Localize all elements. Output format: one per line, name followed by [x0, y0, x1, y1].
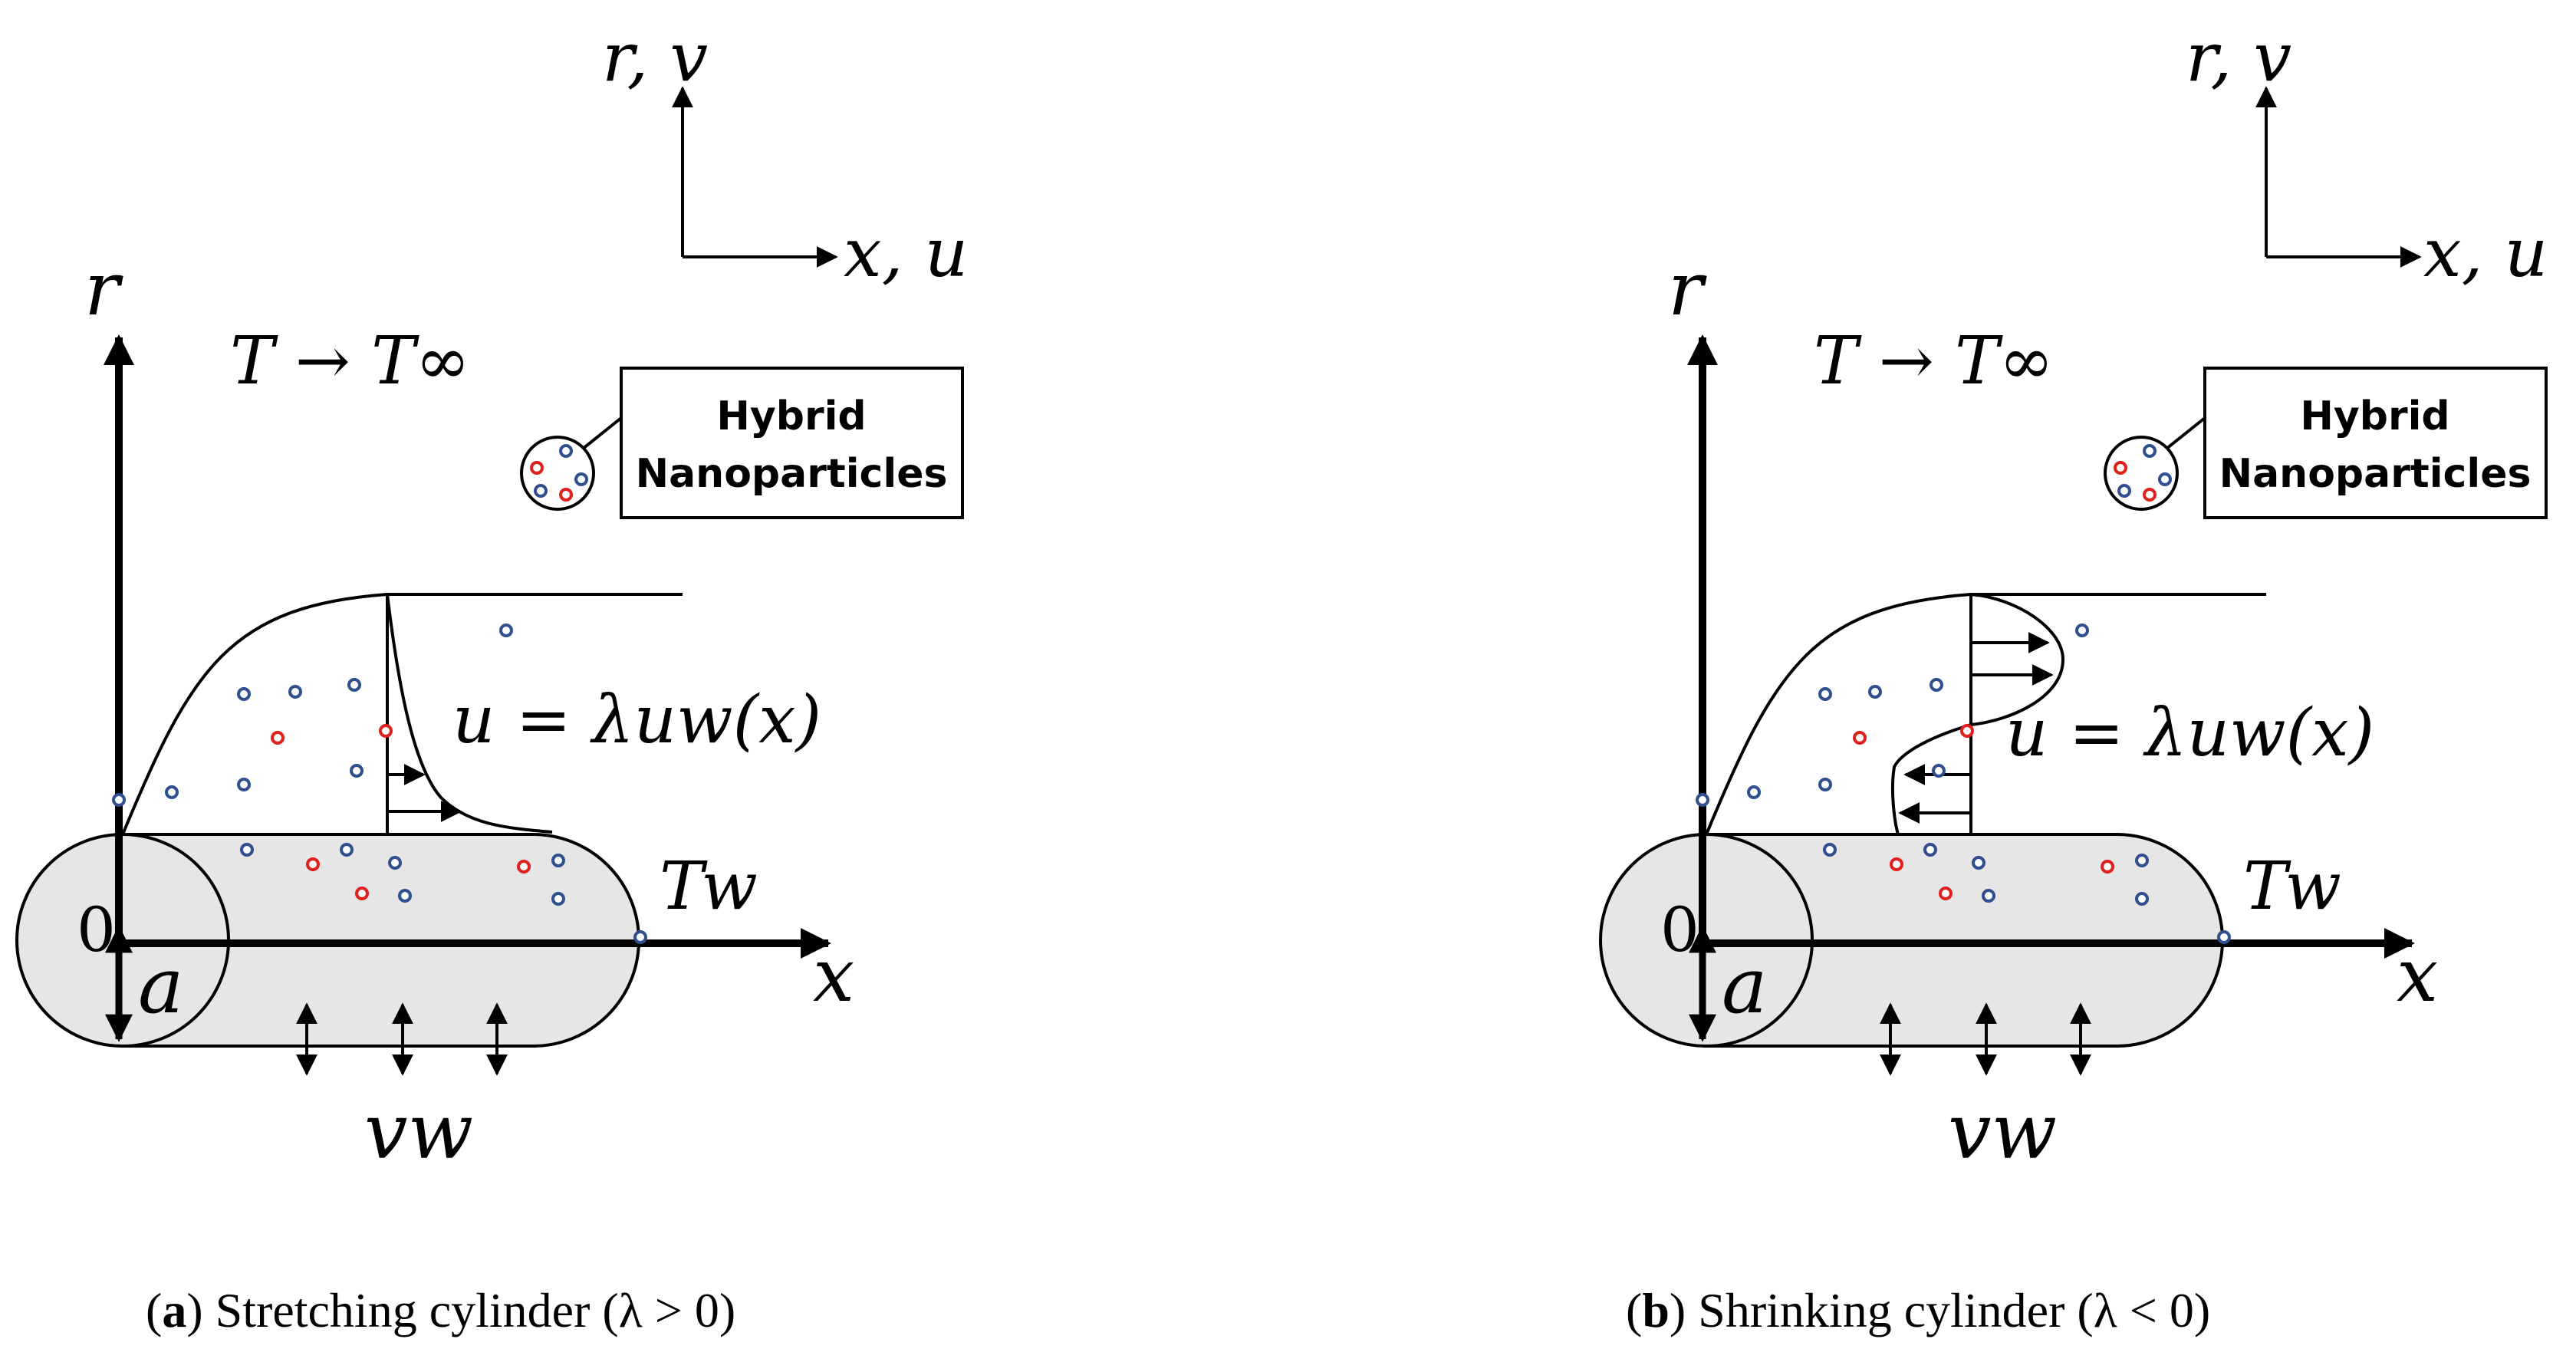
- coord-horizontal-label: x, u: [2423, 213, 2548, 292]
- boundary-layer-edge: [121, 593, 683, 835]
- caption: (b) Shrinking cylinder (λ < 0): [1626, 1283, 2210, 1337]
- suction-label: vw: [1948, 1087, 2057, 1176]
- boundary-layer-edge: [1705, 593, 2266, 835]
- coordinate-indicator: r, v x, u: [602, 18, 968, 292]
- suction-arrows: [296, 1002, 508, 1076]
- caption-letter: a: [162, 1283, 186, 1337]
- legend-line-2: Nanoparticles: [2219, 451, 2532, 497]
- coordinate-indicator: r, v x, u: [2186, 18, 2548, 292]
- suction-label: vw: [364, 1087, 473, 1176]
- coord-horizontal-label: x, u: [844, 213, 968, 292]
- legend-line-2: Nanoparticles: [636, 451, 948, 497]
- origin-label: 0: [1660, 894, 1699, 966]
- nanoparticle-legend: Hybrid Nanoparticles: [2104, 367, 2548, 519]
- caption-text: Shrinking cylinder (λ < 0): [1698, 1283, 2210, 1337]
- panel-shrinking-cylinder: r, v x, u r x 0 a T → T∞ Tw u = λuw(x) v…: [1288, 0, 2576, 1372]
- caption-letter: b: [1642, 1283, 1670, 1337]
- wall-temp-label: Tw: [2243, 848, 2341, 925]
- axis-x-label: x: [813, 933, 854, 1018]
- particles: [112, 623, 647, 944]
- main-axes: [104, 334, 831, 1042]
- velocity-label: u = λuw(x): [2005, 695, 2374, 772]
- ambient-temp-label: T → T∞: [1814, 323, 2054, 400]
- axis-r-label: r: [1668, 246, 1707, 332]
- main-axes: [1687, 334, 2415, 1042]
- caption: (a) Stretching cylinder (λ > 0): [146, 1283, 735, 1337]
- velocity-profile: [386, 594, 553, 834]
- velocity-label: u = λuw(x): [452, 682, 821, 758]
- diagram-shrinking: r, v x, u r x 0 a T → T∞ Tw u = λuw(x) v…: [1599, 18, 2548, 1337]
- panel-stretching-cylinder: r, v x, u r x 0 a T → T∞ Tw u = λuw(x) v…: [15, 18, 968, 1337]
- origin-label: 0: [77, 894, 116, 966]
- ambient-temp-label: T → T∞: [230, 323, 470, 400]
- suction-arrows: [1880, 1002, 2091, 1076]
- diagram-stretching: r, v x, u r x 0 a T → T∞ Tw u = λuw(x) v…: [15, 18, 968, 1337]
- nanoparticle-legend: Hybrid Nanoparticles: [520, 367, 964, 519]
- legend-line-1: Hybrid: [716, 393, 866, 439]
- radius-label: a: [1722, 941, 1768, 1031]
- wall-temp-label: Tw: [660, 848, 758, 925]
- coord-vertical-label: r, v: [2186, 18, 2291, 97]
- axis-x-label: x: [2397, 933, 2438, 1018]
- radius-label: a: [138, 941, 184, 1031]
- caption-text: Stretching cylinder (λ > 0): [215, 1283, 736, 1337]
- axis-r-label: r: [84, 246, 123, 332]
- particles: [1696, 623, 2231, 944]
- coord-vertical-label: r, v: [602, 18, 708, 97]
- legend-line-1: Hybrid: [2300, 393, 2449, 439]
